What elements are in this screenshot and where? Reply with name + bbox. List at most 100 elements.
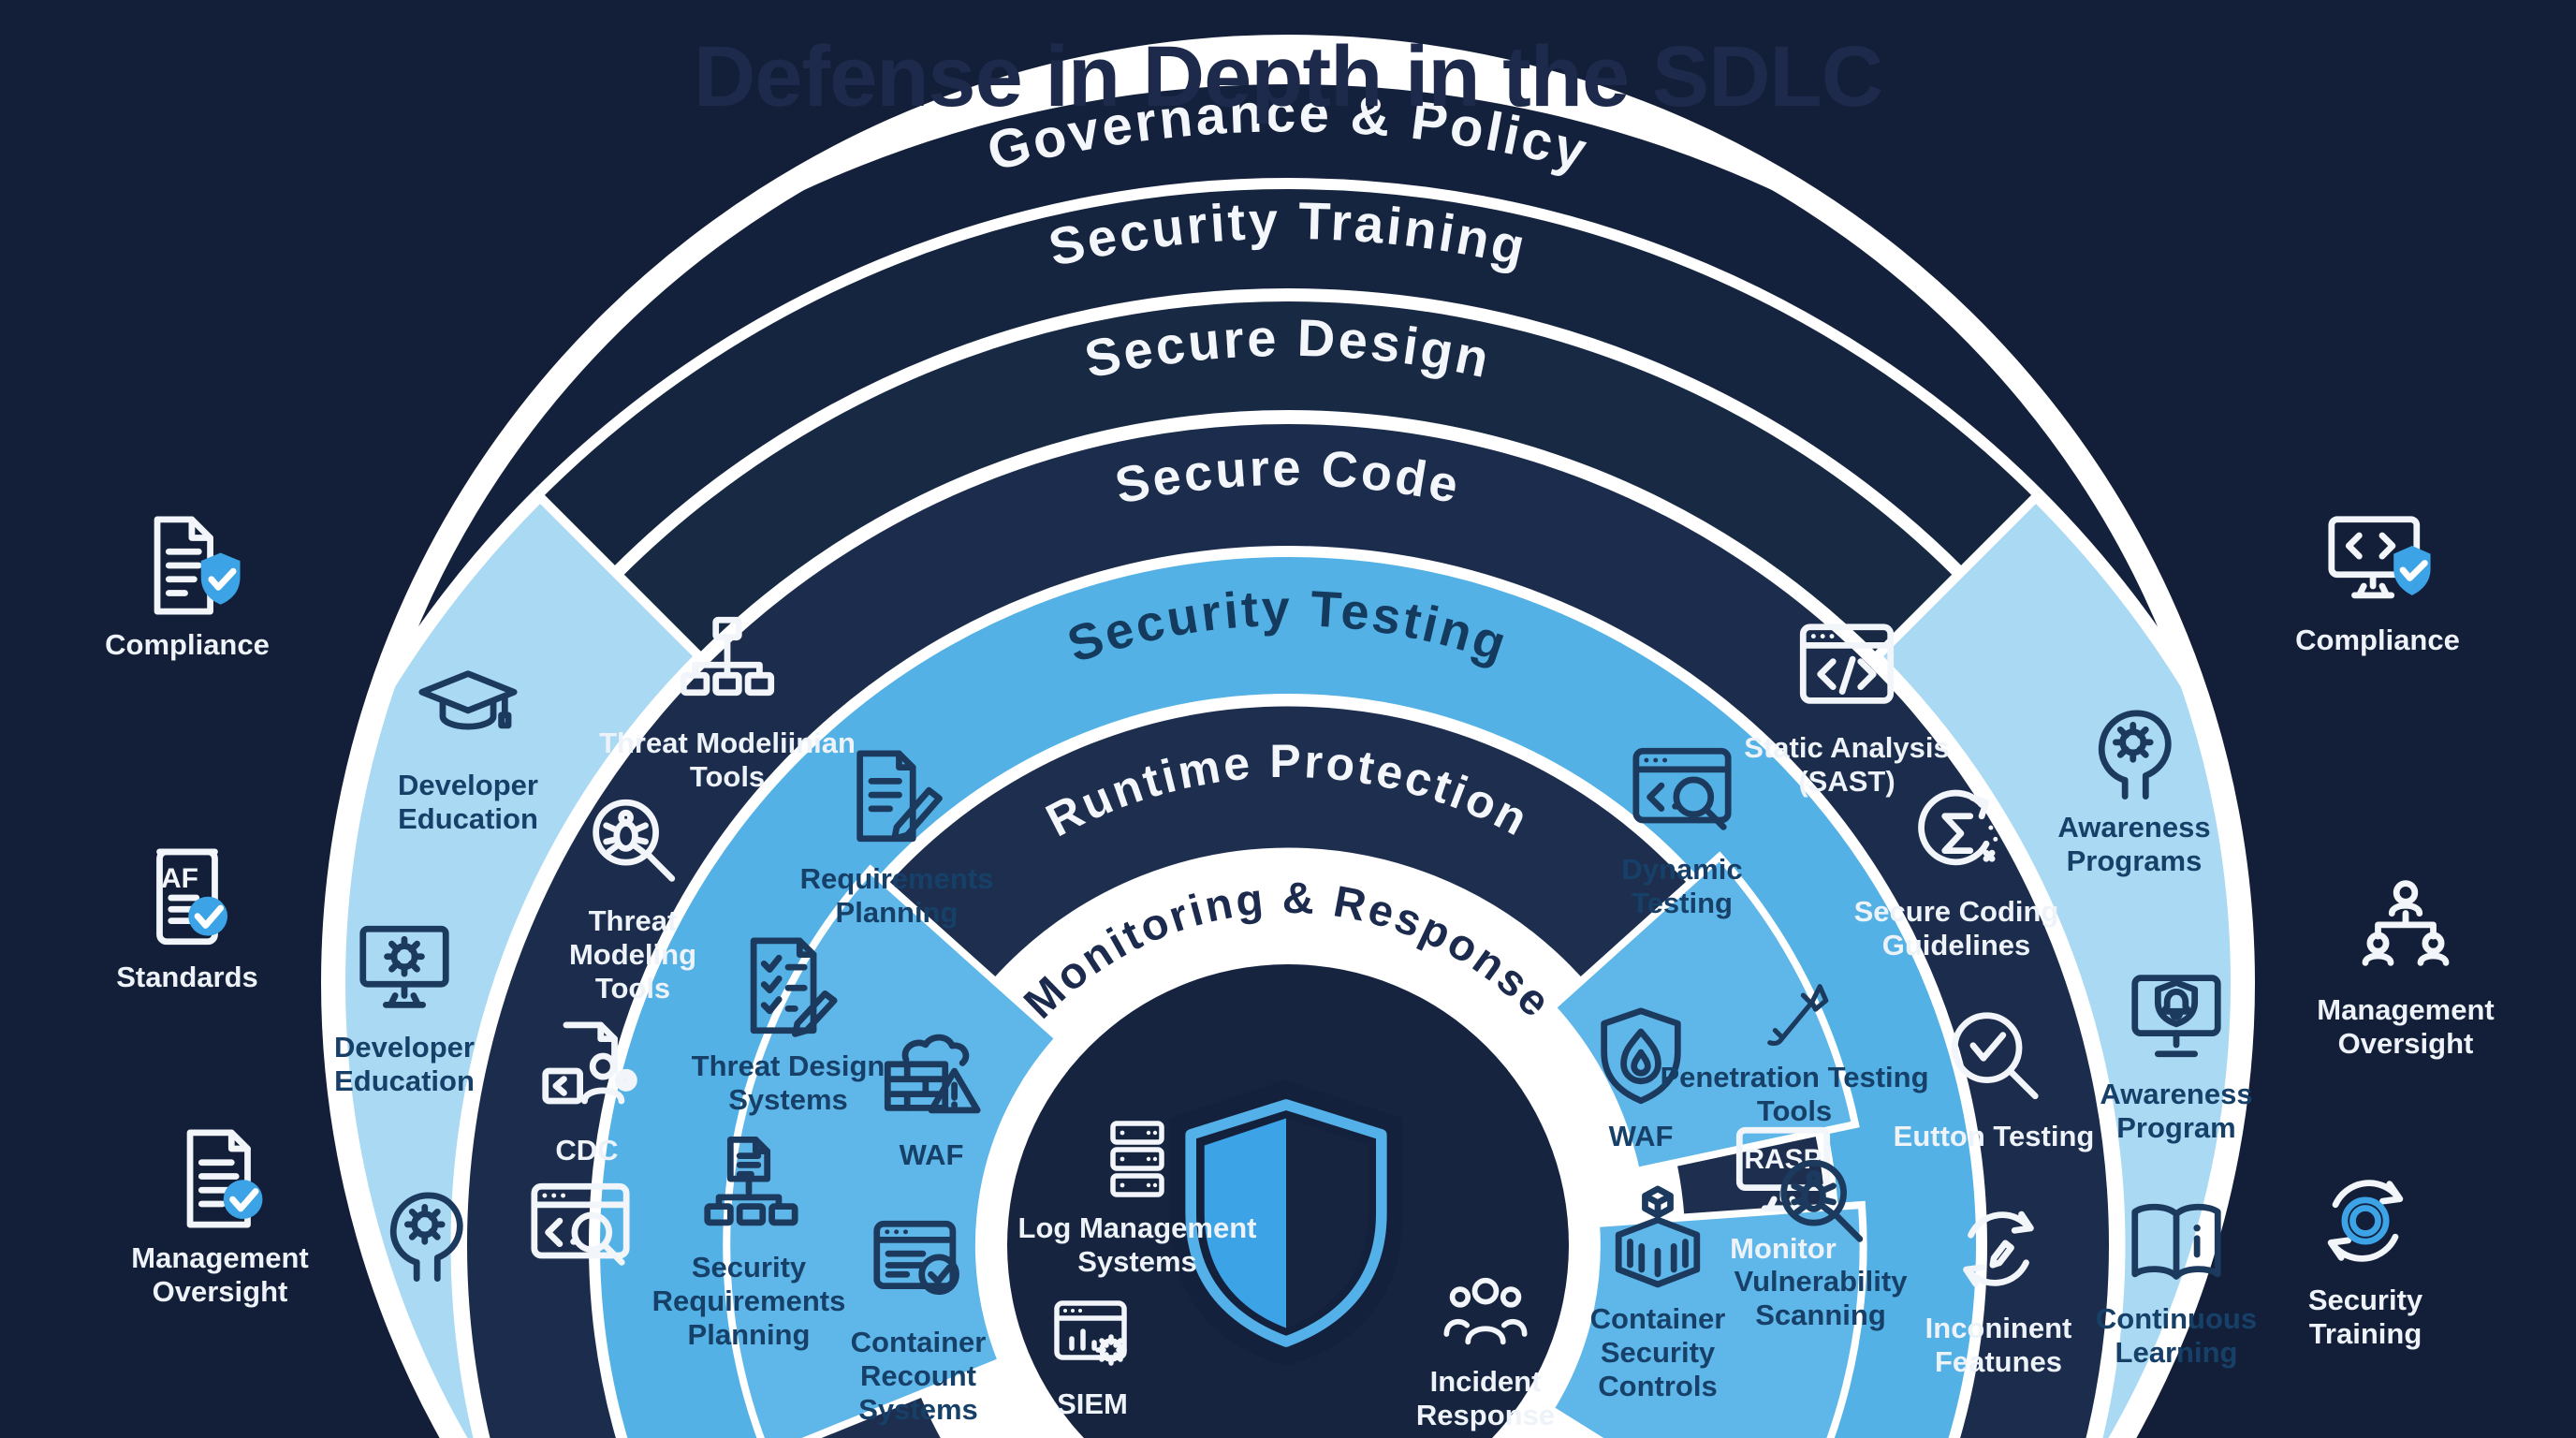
- sigma-cycle-icon: [1901, 777, 2012, 888]
- head-gear-icon: [2079, 693, 2189, 803]
- item-label: WAF: [1608, 1120, 1674, 1152]
- firewall-warning-icon: [876, 1020, 987, 1131]
- browser-code-magnifier-icon: [525, 1170, 636, 1281]
- document-pencil-icon: [842, 744, 952, 855]
- item-incident-response: Incident Response: [1383, 1264, 1588, 1432]
- document-check-icon: [165, 1123, 275, 1234]
- item-label: Standards: [116, 961, 258, 993]
- document-network-icon: [694, 1133, 804, 1243]
- monitor-bell-shield-icon: [2121, 960, 2232, 1070]
- item-label: Threat Modeliinian Tools: [599, 726, 856, 793]
- item-label: Log Management Systems: [1017, 1211, 1257, 1278]
- item-label: Developer Education: [398, 769, 538, 835]
- org-chart-icon: [672, 609, 783, 719]
- item-label: Management Oversight: [2317, 993, 2495, 1060]
- magnifier-check-icon: [1939, 1002, 2049, 1112]
- sword-icon: [1752, 969, 1837, 1053]
- item-label: Security Training: [2307, 1284, 2423, 1350]
- item-rasp-monitor: RASP Monitor: [1671, 1114, 1895, 1266]
- item-label: Compliance: [105, 628, 270, 661]
- item-label: Threat Modeling Tools: [568, 904, 697, 1005]
- graduation-cap-icon: [413, 651, 523, 761]
- item-continuous-learning: Continuous Learning: [2055, 1184, 2298, 1370]
- ring-security-testing: [600, 557, 1976, 1438]
- item-label: Static Analysis (SAST): [1744, 731, 1950, 798]
- item-threat-modeliinian-tools: Threat Modeliinian Tools: [573, 609, 882, 794]
- item-label: CDC: [555, 1134, 619, 1167]
- frame-inner-gap: [321, 35, 2255, 1438]
- page-title: Defense in Depth in the SDLC: [693, 29, 1883, 125]
- item-threat-design-systems: Threat Design Systems: [685, 932, 891, 1117]
- item-label: Management Oversight: [131, 1241, 309, 1308]
- af-icon-text: AF: [161, 863, 198, 894]
- item-siem: SIEM: [999, 1290, 1186, 1421]
- item-label: Continuous Learning: [2095, 1302, 2258, 1369]
- item-label: WAF: [899, 1138, 964, 1171]
- item-compliance-right: Compliance: [2237, 506, 2518, 657]
- item-security-training-right: Security Training: [2253, 1166, 2478, 1351]
- item-cdc: CDC: [493, 1016, 681, 1167]
- item-waf-left: WAF: [838, 1020, 1025, 1172]
- item-label: Vulnerability Scanning: [1734, 1265, 1908, 1331]
- item-label: Secure Coding Guidelines: [1853, 895, 2059, 961]
- monitor-code-shield-icon: [2322, 506, 2433, 616]
- item-vulnerability-scanning: Vulnerability Scanning: [1690, 1147, 1952, 1332]
- item-browser-magnifier-left: [525, 1170, 636, 1281]
- item-label: Threat Design Systems: [691, 1049, 886, 1116]
- item-label: Penetration Testing Tools: [1660, 1061, 1929, 1127]
- item-requirements-planning: Requirements Planning: [775, 744, 1018, 930]
- bug-magnifier-icon: [578, 786, 688, 897]
- rasp-icon-text: RASP: [1744, 1144, 1822, 1175]
- circular-arrows-icon: [1943, 1194, 2054, 1304]
- open-book-info-icon: [2121, 1184, 2232, 1295]
- monitor-gear-icon: [349, 913, 460, 1023]
- item-awareness-program: Awareness Program: [2045, 960, 2307, 1145]
- item-label: Security Requirements Planning: [651, 1251, 846, 1351]
- browser-chart-gear-icon: [1047, 1290, 1137, 1380]
- item-container-recount-systems: Container Recount Systems: [806, 1208, 1031, 1427]
- document-people-code-icon: [532, 1016, 642, 1126]
- item-label: Requirements Planning: [799, 862, 994, 929]
- item-management-oversight-right: Management Oversight: [2275, 875, 2537, 1061]
- document-shield-icon: [132, 510, 242, 621]
- item-threat-modeling-tools: Threat Modeling Tools: [549, 786, 717, 1005]
- center-shield: [1146, 1072, 1427, 1372]
- ring-secure-code: [467, 424, 2109, 1438]
- item-label: Container Security Controls: [1589, 1302, 1726, 1402]
- circular-arrows-shield-icon: [2310, 1166, 2421, 1276]
- item-label: Developer Education: [334, 1031, 475, 1097]
- server-stack-icon: [1092, 1114, 1182, 1204]
- item-log-management-systems: Log Management Systems: [1016, 1114, 1259, 1279]
- item-label: Awareness Program: [2100, 1078, 2253, 1144]
- document-af-check-icon: [132, 843, 242, 953]
- item-label: SIEM: [1057, 1387, 1128, 1420]
- item-compliance-left: Compliance: [47, 510, 328, 662]
- item-head-gear-left: [371, 1175, 481, 1285]
- item-label: Monitor: [1730, 1232, 1837, 1265]
- item-label: Awareness Programs: [2057, 811, 2211, 877]
- item-label: Compliance: [2295, 624, 2460, 656]
- shield-icon: [1168, 1079, 1404, 1367]
- item-awareness-programs: Awareness Programs: [2003, 693, 2265, 878]
- item-security-requirements-planning: Security Requirements Planning: [632, 1133, 866, 1352]
- head-gear-icon: [371, 1175, 481, 1285]
- item-static-analysis-sast: Static Analysis (SAST): [1706, 613, 1987, 799]
- item-label: Eutton Testing: [1893, 1120, 2095, 1152]
- item-standards: AF Standards: [47, 843, 328, 994]
- browser-code-icon: [1792, 613, 1902, 724]
- item-label: Inconinent Featunes: [1925, 1312, 2072, 1378]
- item-inconinent-featunes: Inconinent Featunes: [1858, 1194, 2139, 1379]
- browser-badge-check-icon: [863, 1208, 973, 1318]
- item-secure-coding-guidelines: Secure Coding Guidelines: [1816, 777, 2097, 962]
- item-management-oversight-left: Management Oversight: [98, 1123, 342, 1309]
- item-developer-education-lower: Developer Education: [292, 913, 517, 1098]
- checklist-pencil-icon: [733, 932, 843, 1042]
- people-group-icon: [1439, 1264, 1532, 1357]
- item-label: Container Recount Systems: [850, 1326, 987, 1426]
- item-dynamic-testing: Dynamic Testing: [1579, 735, 1785, 920]
- item-eutton-testing: Eutton Testing: [1825, 1002, 2162, 1153]
- item-label: Dynamic Testing: [1621, 853, 1743, 919]
